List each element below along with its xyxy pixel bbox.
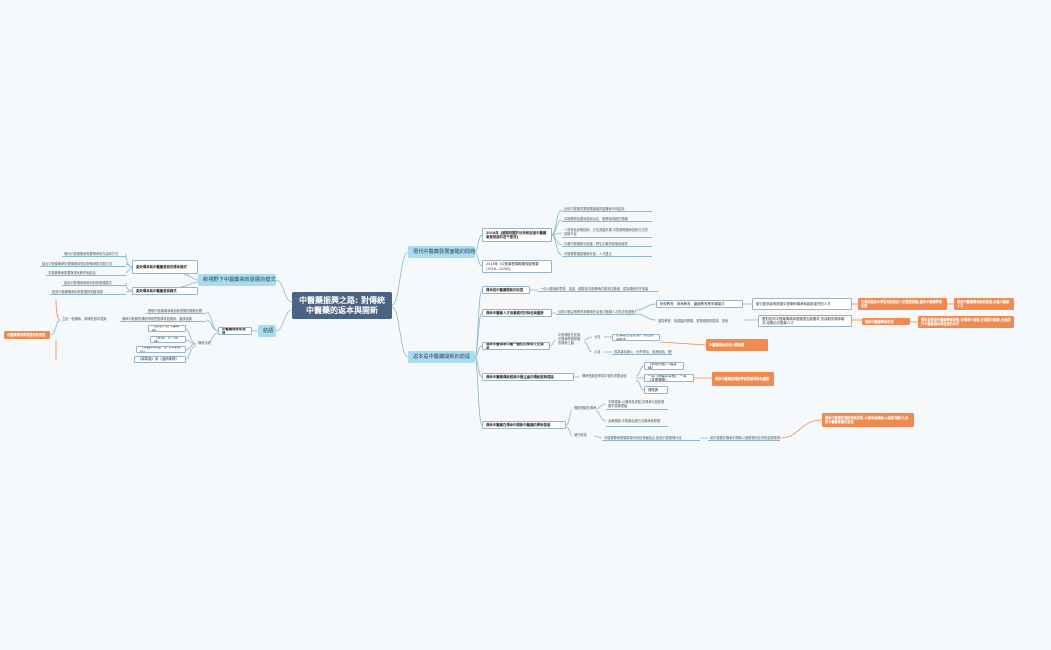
- note-talent[interactable]: 促進中醫藥傳承創新發展,培養中醫藥人才: [954, 298, 1014, 310]
- node-conclusion-inheritance[interactable]: 中醫藥傳承和發展: [218, 327, 252, 335]
- node-conclusion-method[interactable]: 傳承方法: [198, 341, 211, 345]
- node-model-sub-3[interactable]: 中醫藥傳承需要與現代教育相結合: [46, 270, 126, 276]
- node-dev-sub-1[interactable]: 結合中醫傳承與現代科技發展模式: [62, 280, 126, 286]
- node-modern-tech[interactable]: 現代科技: [574, 433, 587, 437]
- node-modern-tech-sub2[interactable]: 將中醫藥在傳承中開新以適應現代社會的健康需求: [708, 435, 780, 441]
- node-theory-inheritance[interactable]: 傳統理論在傳承: [574, 406, 596, 410]
- node-modern-tech-sub[interactable]: 中醫藥傳承發展與現代科技有機結合,促進中醫藥現代化: [602, 435, 700, 441]
- branch-current-problems[interactable]: 現代中醫藥發展面臨的問題: [408, 246, 475, 258]
- node-2016-sub-1[interactable]: 近年中醫藥事業發展面臨的困難和不利因素: [562, 206, 652, 212]
- node-development-model[interactable]: 高效傳承與中醫藥發展模式: [132, 287, 198, 295]
- node-selection-education-sub[interactable]: 應對如何中醫藥傳承和發展提出新要求,形成新的傳承模式,培養出中醫藥人才: [758, 315, 852, 327]
- node-six-evils[interactable]: 六淫: [594, 350, 601, 354]
- note-traditional-thought[interactable]: 傳承中醫藥的傳統學術思想與特色優勢: [712, 372, 774, 386]
- node-seven-emotions-sub[interactable]: 怒喜憂思悲恐驚、情志致病觀念: [612, 334, 660, 341]
- node-2016-strategy[interactable]: 2016年《中醫藥發展戰略規劃綱要(2016—2030)》: [482, 260, 552, 273]
- node-classics-2[interactable]: 一為《神農本草經》,一為《金匱要略》: [644, 374, 694, 382]
- node-culture-inheritance[interactable]: 傳承中醫傳承中醫一體化的學術文化傳承: [482, 342, 550, 350]
- node-theory-inheritance-2[interactable]: 治療理論:中醫藥治療方法傳承與發展: [606, 415, 668, 427]
- node-education-modes[interactable]: 院校教育、師承教育、繼續教育等多種模式: [656, 300, 743, 308]
- node-2016-sub-4[interactable]: 中藥中醫藥缺乏保護、野生中藥資源破壞嚴重: [562, 241, 652, 247]
- node-2016-sub-3[interactable]: 一些特色診療技術、方法瀕臨失傳,中醫藥理論和技術方法的創新不足: [562, 227, 652, 238]
- node-selection-education[interactable]: 選拔教育、強調臨床實踐、重視經典的閱讀、技術: [658, 318, 729, 323]
- root-topic[interactable]: 中醫藥振興之路: 對傳統中醫藥的返本與開新: [292, 292, 392, 319]
- node-classics-route[interactable]: 傳承經典是學習中醫的重要途徑: [582, 374, 627, 378]
- node-conclusion-framework[interactable]: 立足一個傳承、傳承的基本框架: [62, 317, 107, 321]
- node-method-1[interactable]: 《黃帝》到《傷寒論》: [148, 325, 186, 332]
- note-academic-thought[interactable]: 傳承中醫藥學術思想: [862, 318, 910, 325]
- node-classics-3[interactable]: 傳經典: [644, 386, 668, 394]
- node-culture-path[interactable]: 中醫傳統文化與中醫藥學術發展的傳承之路: [558, 332, 581, 345]
- note-innovation-drive[interactable]: 傳承中醫藥的傳統學術思想,以傳承為基礎,以創新為動力,推動中醫藥事業的發展: [822, 413, 914, 427]
- node-six-evils-sub[interactable]: 風寒暑濕燥火、內外邪氣、致病因素、體質強弱: [612, 349, 672, 355]
- node-talent-training[interactable]: 傳承中醫藥人才培養模式的特色與優勢: [482, 309, 552, 317]
- node-method-4[interactable]: 《傷寒論》到《溫病條辨》: [134, 356, 186, 363]
- note-classics-learning[interactable]: 在傳承經典中學習和吸取前人的寶貴經驗,繼承中醫藥學術思想: [858, 298, 947, 310]
- note-new-path[interactable]: 中醫藥傳承與發展的新途徑: [4, 331, 50, 339]
- node-dev-sub-2[interactable]: 促進中醫藥傳承創新發展的制度保障: [50, 289, 126, 295]
- node-conclusion-framework-sub[interactable]: 傳承中醫藥的傳統學術思想與特色優勢、繼承創新: [120, 316, 206, 322]
- node-model-sub-2[interactable]: 結合中醫藥傳承的規律與特點創新傳承模式與方法: [40, 261, 126, 267]
- node-inheritance-premise-sub[interactable]: 一切以理論和思想、技能、經驗為中醫傳承的根本性基礎、成為傳統的守護者: [538, 286, 658, 292]
- node-education-modes-sub[interactable]: 繁衍更多能夠擔當中醫學術傳承和創新重任的人才: [752, 298, 852, 310]
- node-seven-emotions[interactable]: 七情: [594, 335, 601, 339]
- branch-new-development-model[interactable]: 新視野下中醫藥高效發展的模式: [198, 274, 276, 286]
- node-classics[interactable]: 傳承中醫藥傳統經典中最注重的傳統經典理論: [482, 373, 574, 381]
- node-2016-opinions[interactable]: 2016年《國務院關於扶持和促進中醫藥事業發展的若干意見》: [482, 228, 552, 242]
- node-2016-sub-2[interactable]: 中醫藥特色優勢逐漸淡化、服務領域趨於萎縮: [562, 216, 652, 222]
- node-inheritance-premise[interactable]: 傳承是中醫藥開新的前提: [482, 286, 530, 294]
- node-classics-1[interactable]: 《黃帝內經》《傷寒論》: [644, 362, 684, 370]
- node-method-3[interactable]: 《神農本草經》到《本草綱目》: [136, 346, 186, 353]
- node-talent-training-sub[interactable]: 目前中醫高等教育與傳承在培養中醫藥人才的手段相對單一: [556, 309, 636, 315]
- node-innovation[interactable]: 傳承中醫藥在傳承中開新中醫藥的學術發展: [482, 421, 566, 429]
- node-conclusion-sub-1[interactable]: 實現中醫藥傳承與創新發展的總體目標: [146, 308, 206, 314]
- node-method-2[interactable]: 《金匱》到《溫病》: [150, 336, 186, 343]
- note-academic-development[interactable]: 傳承並發展中醫藥學術思想,在傳承中發展,在發展中創新,全面提升中醫藥傳承與發展的…: [918, 316, 1014, 328]
- node-2016-sub-5[interactable]: 中醫藥發展基礎條件差、人才匱乏: [562, 251, 652, 257]
- node-efficient-inheritance-model[interactable]: 高效傳承與中醫藥發展的傳承模式: [132, 260, 198, 274]
- node-model-sub-1[interactable]: 現代中醫藥傳承需要傳承的內容和方式: [62, 251, 126, 257]
- branch-conclusion[interactable]: 結語: [258, 325, 276, 337]
- note-core-values[interactable]: 中醫藥傳承的核心價值觀: [706, 339, 768, 351]
- branch-return-to-roots[interactable]: 返本是中醫藥開新的前提: [408, 351, 475, 363]
- node-theory-inheritance-1[interactable]: 中醫理論:以傳承為重點,在傳承中創新發展中醫藥理論: [606, 398, 668, 410]
